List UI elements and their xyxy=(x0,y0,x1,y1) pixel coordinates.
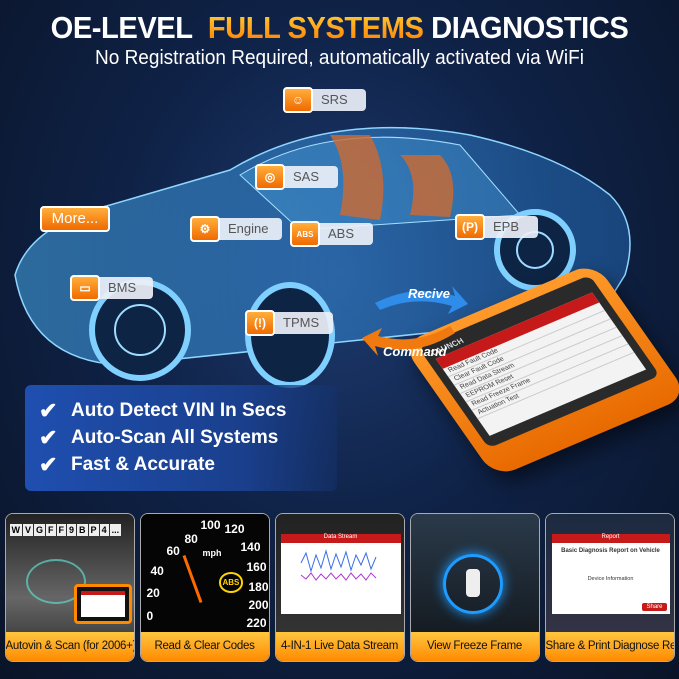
speedometer-needle xyxy=(182,554,202,604)
receive-label: Recive xyxy=(408,286,450,301)
tire-pressure-icon: (!) xyxy=(245,310,275,336)
graph-line xyxy=(300,572,376,581)
system-tag-srs: ☺SRS xyxy=(283,87,366,113)
card-image xyxy=(410,514,539,634)
checkmark-icon: ✔ xyxy=(39,424,58,450)
speed-tick: 60 xyxy=(166,544,180,558)
speed-tick: 140 xyxy=(240,540,261,554)
vin-char: B xyxy=(77,524,88,536)
system-tag-tpms: (!)TPMS xyxy=(245,310,334,336)
feature-item: ✔Auto Detect VIN In Secs xyxy=(39,397,287,423)
vin-char: 9 xyxy=(67,524,77,536)
airbag-icon: ☺ xyxy=(283,87,313,113)
card-caption: Autovin & Scan (for 2006+) xyxy=(5,632,134,661)
command-arrow-icon xyxy=(362,326,455,356)
communication-arrows xyxy=(362,286,468,356)
speedometer: 0 20 40 60 80 100 120 140 160 180 200 22… xyxy=(140,514,269,634)
scan-ring xyxy=(442,554,503,614)
card-freeze-frame: View Freeze Frame xyxy=(409,513,540,662)
system-tag-engine: ⚙Engine xyxy=(190,216,283,242)
checkmark-icon: ✔ xyxy=(39,397,58,423)
speed-tick: 180 xyxy=(248,580,269,594)
feature-list: ✔Auto Detect VIN In Secs ✔Auto-Scan All … xyxy=(25,385,337,491)
steering-wheel-icon: ◎ xyxy=(255,164,285,190)
vin-char: G xyxy=(34,524,46,536)
speed-tick: 100 xyxy=(200,518,221,532)
system-tag-epb: (P)EPB xyxy=(455,214,538,240)
mini-tablet xyxy=(73,584,132,624)
speed-tick: 160 xyxy=(246,560,267,574)
subtitle: No Registration Required, automatically … xyxy=(95,47,584,69)
card-read-clear-codes: 0 20 40 60 80 100 120 140 160 180 200 22… xyxy=(139,513,270,662)
command-label: Command xyxy=(383,344,447,359)
speed-tick: 20 xyxy=(146,586,160,600)
share-button: Share xyxy=(642,603,667,611)
card-image: Report Basic Diagnosis Report on Vehicle… xyxy=(545,514,674,634)
abs-icon: ABS xyxy=(290,221,320,247)
parking-brake-icon: (P) xyxy=(455,214,485,240)
feature-item: ✔Auto-Scan All Systems xyxy=(39,424,279,450)
card-caption: View Freeze Frame xyxy=(410,632,539,661)
card-caption: Read & Clear Codes xyxy=(140,632,269,661)
vin-char: V xyxy=(23,524,34,536)
system-tag-bms: ▭BMS xyxy=(70,275,153,301)
receive-arrow-icon xyxy=(375,286,468,314)
report-title: Basic Diagnosis Report on Vehicle xyxy=(561,548,660,554)
battery-icon: ▭ xyxy=(70,275,100,301)
card-report: Report Basic Diagnosis Report on Vehicle… xyxy=(544,513,675,662)
graph-line xyxy=(300,549,376,573)
card-caption: 4-IN-1 Live Data Stream xyxy=(275,632,404,661)
abs-warning-icon: ABS xyxy=(218,572,244,593)
car-wireframe-illustration xyxy=(14,126,631,388)
data-stream-graph xyxy=(300,549,376,581)
scan-ring xyxy=(25,559,86,604)
vin-char: P xyxy=(88,524,99,536)
vin-char: 4 xyxy=(99,524,109,536)
card-live-data: Data Stream 4-IN-1 Live Data Stream xyxy=(274,513,405,662)
vin-char: W xyxy=(9,524,22,536)
engine-icon: ⚙ xyxy=(190,216,220,242)
system-tag-sas: ◎SAS xyxy=(255,164,338,190)
speed-tick: 40 xyxy=(150,564,164,578)
car-icon xyxy=(465,569,480,597)
feature-item: ✔Fast & Accurate xyxy=(39,451,215,477)
speed-tick: 200 xyxy=(248,598,269,612)
speed-tick: 220 xyxy=(246,616,267,630)
screen-title: Report xyxy=(551,534,670,543)
vin-char: F xyxy=(46,524,56,536)
speed-tick: 80 xyxy=(184,532,198,546)
vin-char: ... xyxy=(109,524,122,536)
checkmark-icon: ✔ xyxy=(39,451,58,477)
screen-title: Data Stream xyxy=(280,534,401,543)
speed-unit: mph xyxy=(202,548,222,558)
speed-tick: 0 xyxy=(146,609,154,623)
vin-char: F xyxy=(56,524,67,536)
report-screen: Report Basic Diagnosis Report on Vehicle… xyxy=(551,534,670,614)
card-image: Data Stream xyxy=(275,514,404,634)
data-stream-screen: Data Stream xyxy=(280,534,401,614)
more-systems-tag: More... xyxy=(40,206,110,232)
headline: OE-LEVEL FULL SYSTEMS DIAGNOSTICS xyxy=(50,10,629,45)
speed-tick: 120 xyxy=(224,522,245,536)
report-section: Device Information xyxy=(587,576,634,582)
card-caption: Share & Print Diagnose Report xyxy=(545,632,674,661)
